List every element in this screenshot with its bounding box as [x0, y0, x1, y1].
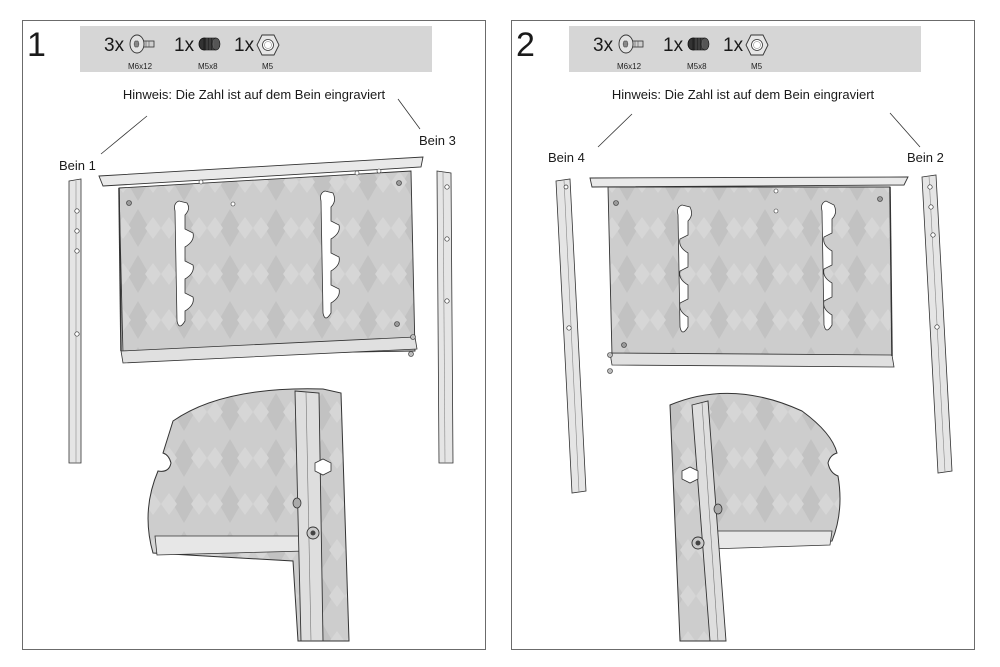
step-1-panel: 1 3x M6x12 1x M5x8	[22, 20, 486, 650]
leg-left-label: Bein 1	[59, 158, 96, 173]
leader-line	[100, 115, 148, 155]
part-code: M5x8	[198, 62, 218, 71]
leg-2	[921, 174, 953, 474]
step-number: 1	[27, 26, 46, 64]
parts-list: 3x M6x12 1x M5x8 1x	[80, 26, 432, 72]
leg-right-label: Bein 3	[419, 133, 456, 148]
part-item: 3x M6x12	[104, 26, 174, 72]
hex-socket-screw-icon	[129, 34, 155, 54]
hex-nut-icon	[256, 34, 280, 56]
leg-left-label: Bein 4	[548, 150, 585, 165]
hex-nut-icon	[745, 34, 769, 56]
part-item: 1x M5x8	[663, 26, 723, 72]
part-code: M5	[262, 62, 274, 71]
part-item: 1x M5	[723, 26, 773, 72]
part-quantity: 1x	[234, 35, 255, 56]
set-screw-icon	[687, 37, 710, 51]
hint-text: Hinweis: Die Zahl ist auf dem Bein eingr…	[122, 87, 386, 102]
part-quantity: 3x	[104, 35, 125, 56]
part-quantity: 3x	[593, 35, 614, 56]
detail-view	[147, 388, 350, 642]
step-number: 2	[516, 26, 535, 64]
leg-right-label: Bein 2	[907, 150, 944, 165]
side-panel	[589, 176, 909, 374]
set-screw-icon	[198, 37, 221, 51]
leg-4	[555, 178, 587, 494]
hint-text: Hinweis: Die Zahl ist auf dem Bein eingr…	[611, 87, 875, 102]
leg-3	[436, 170, 454, 464]
step-2-panel: 2 3x M6x12 1x M5x8	[511, 20, 975, 650]
part-quantity: 1x	[723, 35, 744, 56]
part-item: 1x M5	[234, 26, 284, 72]
assembly-illustration	[555, 112, 953, 642]
side-panel	[98, 156, 424, 364]
hex-socket-screw-icon	[618, 34, 644, 54]
parts-list: 3x M6x12 1x M5x8 1x	[569, 26, 921, 72]
part-quantity: 1x	[663, 35, 684, 56]
part-quantity: 1x	[174, 35, 195, 56]
detail-view	[669, 392, 841, 642]
part-item: 3x M6x12	[593, 26, 663, 72]
leader-line	[889, 112, 921, 148]
leader-line	[597, 113, 633, 148]
part-item: 1x M5x8	[174, 26, 234, 72]
leg-1	[68, 178, 82, 464]
part-code: M5	[751, 62, 763, 71]
part-code: M5x8	[687, 62, 707, 71]
assembly-illustration	[68, 98, 454, 642]
part-code: M6x12	[617, 62, 642, 71]
part-code: M6x12	[128, 62, 153, 71]
leader-line	[397, 98, 421, 130]
